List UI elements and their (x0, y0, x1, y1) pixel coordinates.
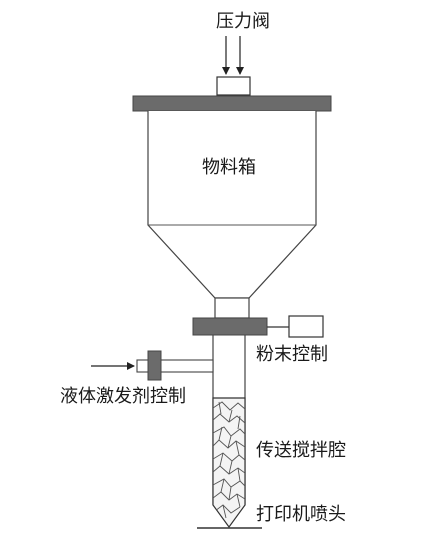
powder-control-label: 粉末控制 (256, 344, 328, 365)
pressure-valve-label: 压力阀 (216, 11, 270, 32)
liquid-control-valve (147, 350, 162, 381)
hopper-neck (214, 297, 250, 319)
liquid-activator-control-label: 液体激发剂控制 (60, 386, 186, 407)
conveying-mixing-chamber-label: 传送搅拌腔 (256, 440, 346, 461)
powder-control-valve (192, 317, 268, 336)
hopper-lid (132, 95, 332, 112)
hopper-label: 物料箱 (202, 157, 256, 178)
chamber-texture (213, 401, 245, 519)
printer-nozzle-label: 打印机喷头 (256, 504, 346, 525)
pressure-valve-box (216, 76, 251, 96)
powder-control-knob (288, 315, 324, 338)
hopper-body (147, 111, 317, 299)
